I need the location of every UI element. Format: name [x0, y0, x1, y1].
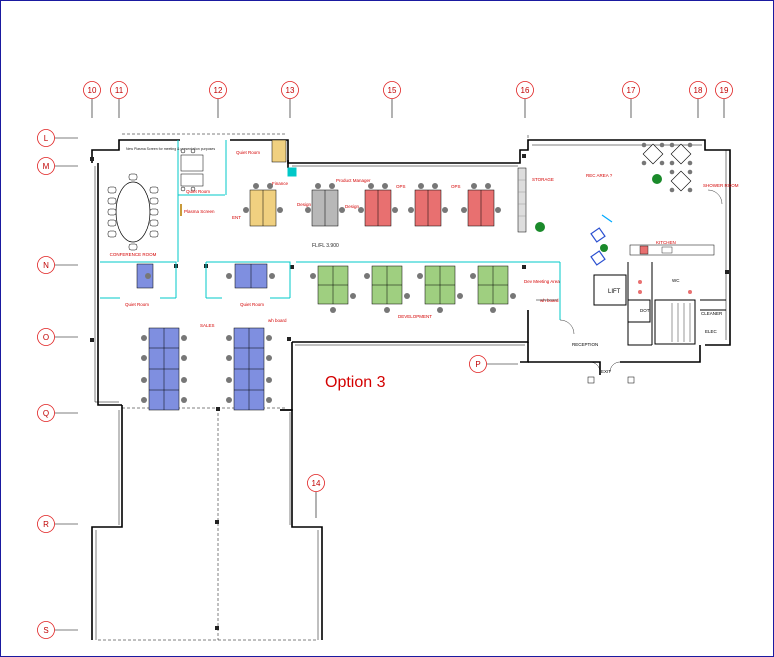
grid-bubbles: 10 11 12 13 15 16 17 18 19 14 L M N O Q … — [37, 81, 733, 639]
cleaner-label: CLEANER — [701, 311, 723, 316]
rec-area-tables — [641, 142, 693, 193]
svg-text:11: 11 — [115, 86, 124, 95]
conference-table — [107, 173, 159, 251]
grid-bubble-L: L — [37, 129, 55, 147]
finance-label: Finance — [272, 181, 289, 186]
dot-label: DOT — [640, 308, 650, 313]
inner-wall-lines — [94, 144, 727, 640]
grid-bubble-M: M — [37, 157, 55, 175]
external-walls — [91, 139, 731, 640]
sales-wb-label: wh board — [268, 318, 287, 323]
grid-bubble-Q: Q — [37, 404, 55, 422]
svg-text:M: M — [43, 162, 50, 171]
svg-text:L: L — [44, 134, 49, 143]
svg-text:10: 10 — [88, 86, 97, 95]
svg-text:S: S — [43, 626, 48, 635]
kitchen-counter — [629, 244, 715, 256]
svg-text:N: N — [43, 261, 49, 270]
grid-bubble-14: 14 — [307, 474, 325, 492]
structural-columns — [90, 154, 729, 630]
elec-label: ELEC — [705, 329, 718, 334]
stair-lines — [671, 303, 691, 342]
svg-text:12: 12 — [214, 86, 223, 95]
quiet-room-left-label: Quiet Room — [125, 302, 149, 307]
quiet-room-small-label: Quiet Room — [186, 189, 210, 194]
dev-meeting-area-label: Dev Meeting Area — [524, 279, 560, 284]
storage-unit — [517, 167, 527, 233]
grid-bubble-17: 17 — [622, 81, 640, 99]
svg-text:15: 15 — [388, 86, 397, 95]
shower-room-label: SHOWER ROOM — [703, 183, 739, 188]
kitchen-label: KITCHEN — [656, 240, 676, 245]
exit-label: EXIT — [601, 369, 611, 374]
grid-bubble-18: 18 — [689, 81, 707, 99]
product-manager-label: Product Manager — [336, 178, 371, 183]
svg-text:R: R — [43, 520, 49, 529]
option-label: Option 3 — [325, 374, 386, 391]
sales-desks — [141, 327, 272, 411]
storage-label: STORAGE — [532, 177, 554, 182]
grid-bubble-13: 13 — [281, 81, 299, 99]
svg-text:19: 19 — [720, 86, 729, 95]
quiet-room-desk — [271, 139, 287, 163]
svg-text:17: 17 — [627, 86, 636, 95]
ops-desks-c — [461, 183, 501, 227]
grid-bubble-P: P — [469, 355, 487, 373]
sales-label: SALES — [200, 323, 215, 328]
floor-level-label: FL/FL 3.900 — [312, 243, 339, 249]
design-desks — [305, 183, 345, 227]
ops-desks-a — [358, 183, 398, 227]
ops-desks-b — [408, 183, 448, 227]
plasma-screen — [180, 204, 182, 216]
grid-bubble-R: R — [37, 515, 55, 533]
ent-label: ENT — [232, 215, 241, 220]
grid-bubble-S: S — [37, 621, 55, 639]
reception-label: RECEPTION — [572, 342, 598, 347]
rec-area-label: REC AREA ? — [586, 173, 613, 178]
grid-bubble-N: N — [37, 256, 55, 274]
svg-text:13: 13 — [286, 86, 295, 95]
quiet-room-right-desks — [226, 263, 275, 289]
grid-bubble-O: O — [37, 328, 55, 346]
glazed-partitions — [100, 140, 561, 320]
conference-room-label: CONFERENCE ROOM — [110, 252, 157, 257]
exit-markers — [587, 376, 635, 384]
ops-b-label: OPS — [451, 184, 461, 189]
svg-text:Q: Q — [43, 409, 49, 418]
grid-bubble-11: 11 — [110, 81, 128, 99]
development-desks — [310, 265, 516, 313]
design-b-label: Design — [345, 204, 360, 209]
svg-text:P: P — [475, 360, 480, 369]
design-a-label: Design — [297, 202, 312, 207]
core-walls — [593, 262, 726, 346]
grid-lines — [55, 99, 725, 631]
wc-label: WC — [672, 278, 680, 283]
grid-bubble-15: 15 — [383, 81, 401, 99]
svg-text:18: 18 — [694, 86, 703, 95]
plasma-note: New Plasma Screen for meeting & presenta… — [126, 147, 215, 151]
quiet-room-right-label: Quiet Room — [240, 302, 264, 307]
quiet-room-top-label: Quiet Room — [236, 150, 260, 155]
svg-text:O: O — [43, 333, 49, 342]
grid-bubble-19: 19 — [715, 81, 733, 99]
development-label: DEVELOPMENT — [398, 314, 432, 319]
grid-bubble-10: 10 — [83, 81, 101, 99]
quiet-room-left-desk — [136, 263, 154, 289]
reception-seating — [590, 214, 613, 266]
grid-bubble-12: 12 — [209, 81, 227, 99]
lift-label: LIFT — [608, 289, 621, 295]
svg-text:16: 16 — [521, 86, 530, 95]
plasma-screen-label: Plasma Screen — [184, 209, 215, 214]
dev-wb-board-label: wh board — [540, 298, 559, 303]
ops-a-label: OPS — [396, 184, 406, 189]
grid-bubble-16: 16 — [516, 81, 534, 99]
door-swings — [559, 189, 723, 373]
finance-desks — [243, 183, 283, 227]
svg-text:14: 14 — [312, 479, 321, 488]
plants — [535, 174, 662, 252]
wc-fixtures — [638, 280, 692, 294]
small-meeting-table — [180, 148, 204, 192]
